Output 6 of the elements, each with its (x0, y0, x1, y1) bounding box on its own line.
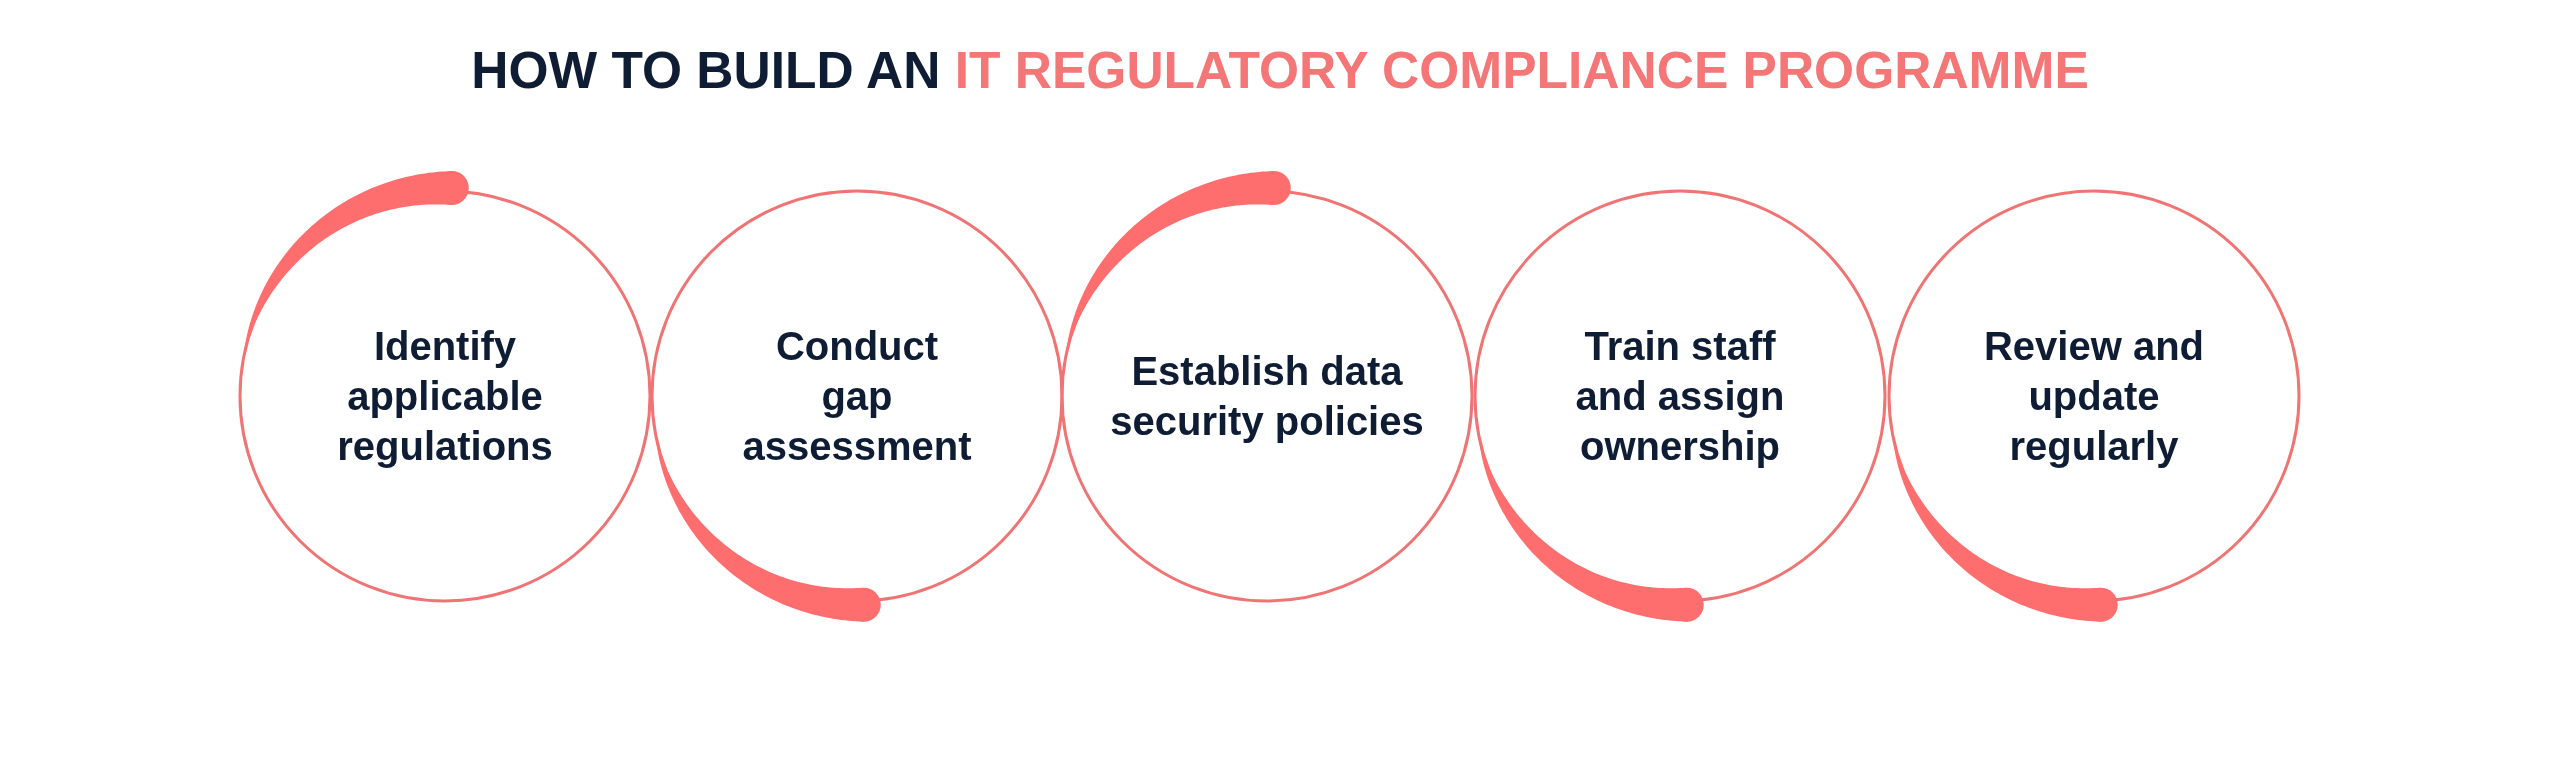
step-text: Identify applicable regulations (336, 323, 554, 470)
step-text: Train staff and assign ownership (1574, 323, 1786, 470)
step-text: Review and update regularly (1982, 323, 2206, 470)
step-text: Establish data security policies (1109, 348, 1425, 445)
step-text: Conduct gap assessment (741, 323, 973, 470)
title: HOW TO BUILD AN IT REGULATORY COMPLIANCE PROGRAMME (471, 42, 2089, 99)
